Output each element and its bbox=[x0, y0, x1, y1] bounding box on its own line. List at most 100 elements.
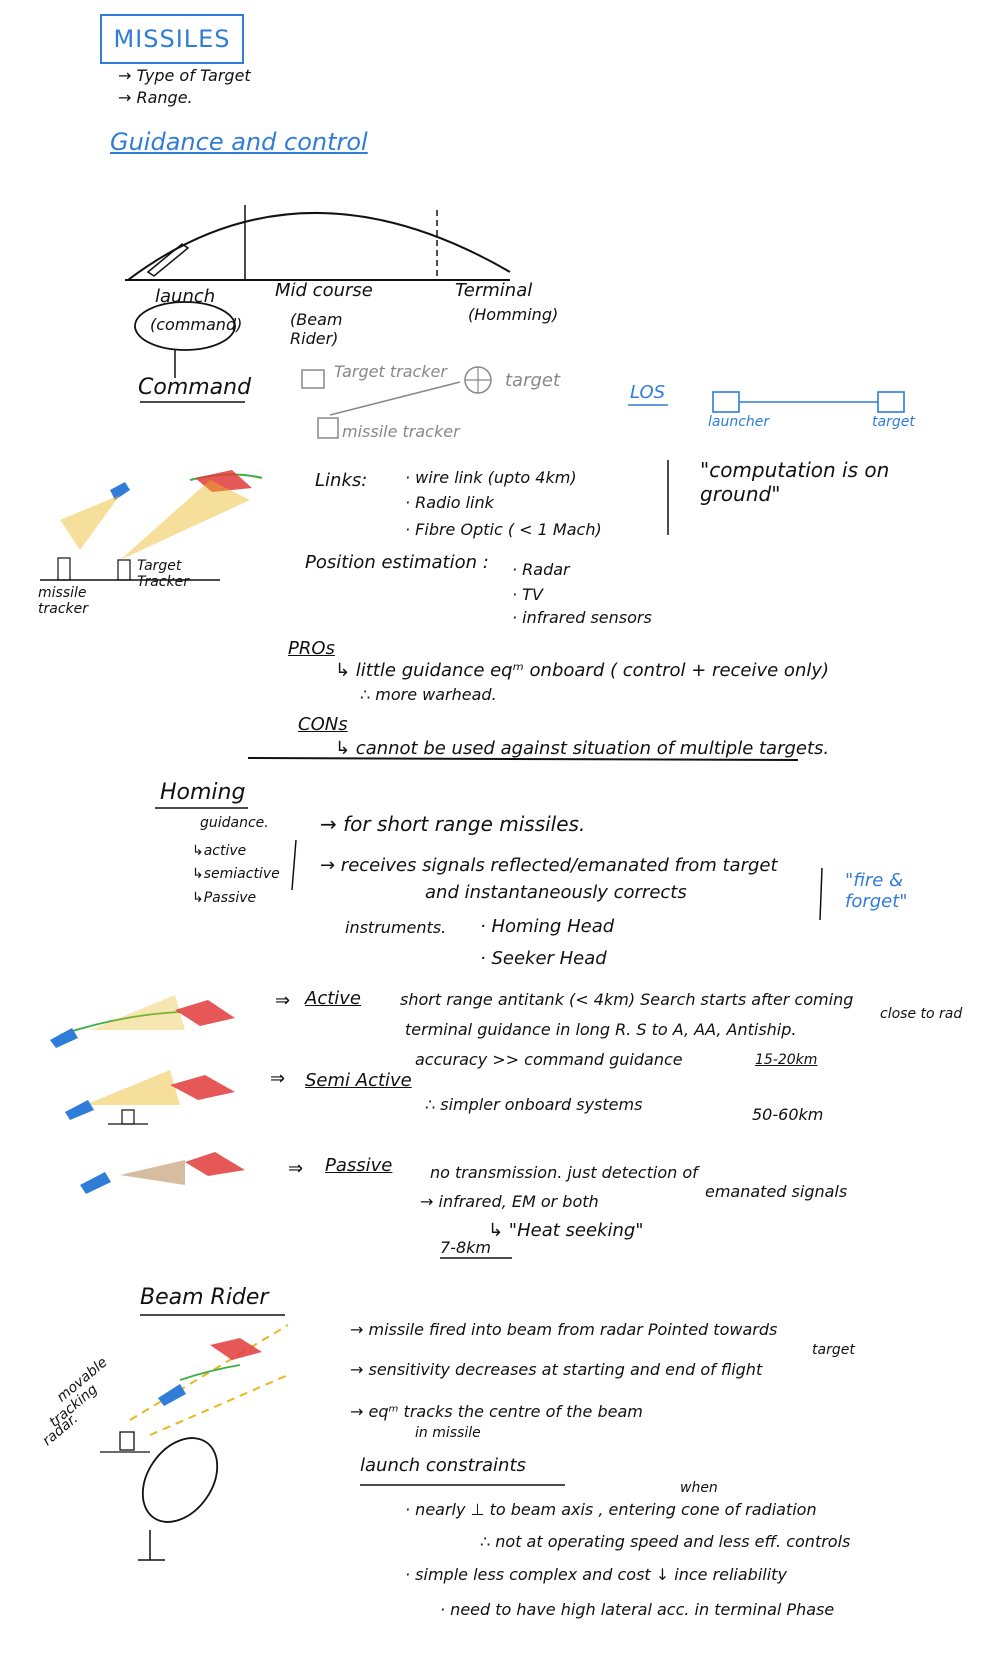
cons-item: ↳ cannot be used against situation of mu… bbox=[335, 738, 830, 759]
active-line: terminal guidance in long R. S to A, AA,… bbox=[405, 1020, 797, 1039]
constraint-item: · nearly ⊥ to beam axis , entering cone … bbox=[405, 1500, 817, 1519]
passive-signal bbox=[120, 1160, 185, 1185]
homing-point: → receives signals reflected/emanated fr… bbox=[320, 855, 778, 876]
active-jet-icon bbox=[175, 1000, 235, 1026]
guidance-heading: Guidance and control bbox=[110, 128, 368, 156]
semi-missile-icon bbox=[65, 1100, 94, 1120]
homing-sub: ↳active bbox=[192, 843, 247, 859]
passive-jet-icon bbox=[185, 1152, 245, 1176]
passive-label: Passive bbox=[325, 1155, 393, 1176]
homing-sub: ↳Passive bbox=[192, 890, 257, 906]
beam-point: → sensitivity decreases at starting and … bbox=[350, 1360, 763, 1379]
los-launcher-box bbox=[712, 391, 740, 413]
phase-label: Mid course bbox=[275, 280, 373, 301]
links-label: Links: bbox=[315, 470, 368, 491]
fig-target-tracker-label: Target Tracker bbox=[137, 558, 189, 590]
homing-sub: ↳semiactive bbox=[192, 866, 280, 882]
instruments-label: instruments. bbox=[345, 918, 447, 937]
beam-edge-top bbox=[129, 1324, 289, 1421]
instruments-item: · Seeker Head bbox=[480, 948, 607, 969]
missile-tracker-icon bbox=[57, 557, 71, 581]
semi-line: ∴ simpler onboard systems bbox=[425, 1095, 643, 1114]
homing-point: → for short range missiles. bbox=[320, 812, 586, 836]
passive-line: → infrared, EM or both bbox=[420, 1192, 599, 1211]
constraints-label: launch constraints bbox=[360, 1455, 526, 1476]
cons-label: CONs bbox=[298, 714, 348, 735]
semi-arrow: ⇒ bbox=[270, 1068, 286, 1089]
active-arrow: ⇒ bbox=[275, 990, 291, 1011]
missile-sketch-icon bbox=[146, 243, 190, 277]
pros-item: ∴ more warhead. bbox=[360, 685, 497, 704]
missile-tracker-beam bbox=[60, 495, 120, 550]
constraint-item: · simple less complex and cost ↓ ince re… bbox=[405, 1565, 787, 1584]
pros-label: PROs bbox=[288, 638, 335, 659]
links-item: · Fibre Optic ( < 1 Mach) bbox=[405, 520, 602, 539]
fire-forget-quote: "fire & forget" bbox=[845, 870, 908, 912]
links-item: · Radio link bbox=[405, 493, 494, 512]
pros-item: ↳ little guidance eqᵐ onboard ( control … bbox=[335, 660, 830, 681]
los-target-box bbox=[877, 391, 905, 413]
intro-item: → Range. bbox=[118, 88, 193, 107]
command-circle bbox=[134, 301, 236, 351]
beam-edge-bottom bbox=[149, 1374, 289, 1436]
missile-tracker-label: missile tracker bbox=[342, 422, 460, 441]
phase-label: Terminal bbox=[455, 280, 533, 301]
homing-heading: Homing bbox=[160, 780, 246, 805]
los-label: LOS bbox=[630, 382, 666, 403]
beam-point-note: target bbox=[812, 1342, 855, 1358]
target-tracker-icon bbox=[117, 559, 131, 581]
beam-missile-icon bbox=[158, 1384, 186, 1406]
passive-arrow: ⇒ bbox=[288, 1158, 304, 1179]
range-label: 15-20km bbox=[755, 1052, 818, 1068]
phase-sub: (Homming) bbox=[468, 305, 559, 324]
active-line: accuracy >> command guidance bbox=[415, 1050, 683, 1069]
range-label: 50-60km bbox=[752, 1105, 824, 1124]
los-launcher-label: launcher bbox=[708, 414, 770, 430]
target-tracker-label: Target tracker bbox=[334, 362, 447, 381]
phase-sub: (command) bbox=[150, 315, 243, 334]
position-item: · TV bbox=[512, 585, 543, 604]
active-line: short range antitank (< 4km) Search star… bbox=[400, 990, 854, 1009]
links-item: · wire link (upto 4km) bbox=[405, 468, 577, 487]
target-tracker-beam bbox=[120, 480, 250, 560]
page-title: MISSILES bbox=[100, 14, 244, 64]
passive-line: ↳ "Heat seeking" bbox=[488, 1220, 644, 1241]
passive-line: emanated signals bbox=[705, 1182, 848, 1201]
target-label: target bbox=[505, 370, 561, 391]
missile-tracker-box bbox=[317, 417, 339, 439]
beam-point-note: in missile bbox=[415, 1425, 481, 1441]
constraint-note: when bbox=[680, 1480, 718, 1496]
active-missile-icon bbox=[50, 1028, 78, 1048]
position-item: · infrared sensors bbox=[512, 608, 652, 627]
missile-icon bbox=[110, 482, 130, 500]
position-item: · Radar bbox=[512, 560, 570, 579]
target-jet-icon bbox=[195, 470, 252, 492]
semi-radar-icon bbox=[121, 1109, 135, 1125]
active-note: close to rad bbox=[880, 1006, 963, 1022]
position-label: Position estimation : bbox=[305, 552, 489, 573]
tracking-radar-icon bbox=[119, 1431, 135, 1451]
semi-jet-icon bbox=[170, 1075, 235, 1100]
constraint-item: ∴ not at operating speed and less eff. c… bbox=[480, 1532, 851, 1551]
command-heading: Command bbox=[138, 375, 252, 400]
beam-point: → eqᵐ tracks the centre of the beam bbox=[350, 1402, 643, 1421]
active-label: Active bbox=[305, 988, 361, 1009]
constraint-item: · need to have high lateral acc. in term… bbox=[440, 1600, 835, 1619]
instruments-item: · Homing Head bbox=[480, 916, 615, 937]
beam-jet-icon bbox=[210, 1338, 262, 1360]
homing-sub: guidance. bbox=[200, 815, 269, 831]
fig-missile-tracker-label: missile tracker bbox=[38, 585, 88, 617]
phase-sub: (Beam Rider) bbox=[290, 310, 343, 348]
intro-item: → Type of Target bbox=[118, 66, 251, 85]
active-beam bbox=[90, 995, 185, 1030]
semi-beam bbox=[85, 1070, 180, 1105]
beam-point: → missile fired into beam from radar Poi… bbox=[350, 1320, 778, 1339]
homing-point: and instantaneously corrects bbox=[425, 882, 687, 903]
tracker-arrow bbox=[329, 381, 461, 416]
passive-line: no transmission. just detection of bbox=[430, 1163, 698, 1182]
radar-dish-icon bbox=[141, 1437, 219, 1523]
range-label: 7-8km bbox=[440, 1238, 491, 1257]
fire-forget-divider bbox=[819, 867, 823, 921]
computation-quote: "computation is on ground" bbox=[700, 458, 890, 506]
target-tracker-box bbox=[301, 369, 325, 389]
